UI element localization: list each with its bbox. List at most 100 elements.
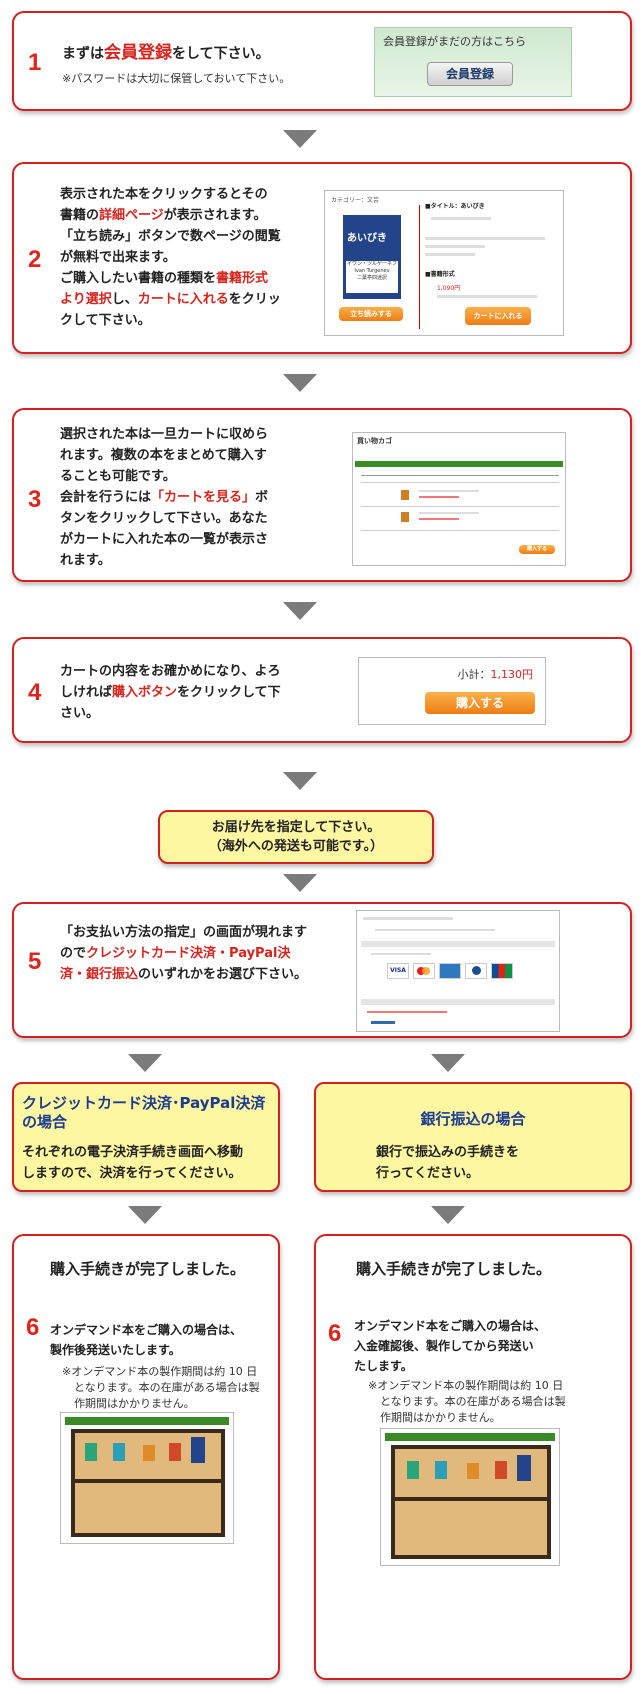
bank-transfer-branch-box: 銀行振込の場合 銀行で振込みの手続きを 行ってください。 — [314, 1082, 632, 1192]
cart-purchase-button[interactable]: 購入する — [519, 545, 555, 554]
step2-box: 2 表示された本をクリックするとその 書籍の詳細ページが表示されます。 「立ち読… — [12, 162, 632, 354]
credit-paypal-branch-title: クレジットカード決済･PayPal決済 の場合 — [22, 1094, 265, 1132]
step2-text: 表示された本をクリックするとその 書籍の詳細ページが表示されます。 「立ち読み」… — [60, 184, 281, 331]
step2-number: 2 — [28, 246, 42, 273]
bookshelf-screenshot — [60, 1412, 234, 1544]
subtotal-panel: 小計：1,130円 購入する — [358, 657, 546, 725]
completion-heading: 購入手続きが完了しました。 — [356, 1260, 552, 1278]
bookshelf-header — [385, 1433, 555, 1441]
step6-left-number: 6 — [26, 1314, 40, 1341]
book-spine — [169, 1443, 181, 1461]
book-spine — [407, 1461, 419, 1479]
credit-paypal-branch-body: それぞれの電子決済手続き画面へ移動 しますので、決済を行ってください。 — [22, 1142, 243, 1184]
payment-section-bar — [361, 999, 555, 1005]
step3-box: 3 選択された本は一旦カートに収めら れます。複数の本をまとめて購入す ることも… — [12, 408, 632, 582]
step1-text-post: をして下さい。 — [172, 46, 270, 62]
book-format-label: ■書籍形式 — [425, 271, 455, 278]
payment-section-bar — [361, 941, 555, 947]
detail-text-line — [425, 237, 545, 240]
book-cover-title: あいびき — [347, 233, 387, 244]
book-spine — [517, 1455, 531, 1481]
bank-transfer-branch-title: 銀行振込の場合 — [420, 1110, 526, 1128]
step2-line: クして下さい。 — [60, 313, 151, 328]
step3-line: タンをクリックして下さい。あなた — [60, 511, 268, 526]
cart-item-text — [419, 512, 479, 514]
mastercard-icon — [413, 963, 435, 979]
step6-left-box: 購入手続きが完了しました。 6 オンデマンド本をご購入の場合は、 製作後発送いた… — [12, 1234, 280, 1680]
tachiyomi-button[interactable]: 立ち読みする — [339, 307, 403, 321]
branch-body-line: 銀行で振込みの手続きを — [376, 1145, 520, 1160]
shelf — [75, 1483, 221, 1533]
arrow-down-icon — [128, 1206, 162, 1224]
book-title-label: ■タイトル：あいびき — [425, 203, 485, 210]
member-registration-button[interactable]: 会員登録 — [427, 62, 513, 86]
branch-body-line: しますので、決済を行ってください。 — [22, 1166, 242, 1181]
book-translator: 二葉亭四迷訳 — [356, 275, 387, 281]
cart-item-thumb — [401, 512, 409, 522]
step2-line: より選択し、カートに入れるをクリッ — [60, 292, 281, 307]
step6-line: オンデマンド本をご購入の場合は、 — [50, 1323, 243, 1337]
step4-line: しければ購入ボタンをクリックして下 — [60, 685, 281, 700]
branch-body-line: 行ってください。 — [376, 1166, 479, 1181]
step2-line: 書籍の詳細ページが表示されます。 — [60, 208, 267, 223]
step5-line: 「お支払い方法の指定」の画面が現れます — [60, 925, 308, 940]
branch-title-line: の場合 — [22, 1113, 68, 1131]
cart-screenshot: 買い物カゴ 購入する — [352, 432, 566, 566]
step5-text: 「お支払い方法の指定」の画面が現れます のでクレジットカード決済・PayPal決… — [60, 922, 307, 985]
book-cover-label: イワン・ツルゲーネフ Ivan Turgenev 二葉亭四迷訳 — [346, 261, 398, 293]
note-line: 作期間はかかりません。 — [380, 1411, 501, 1424]
delivery-box: お届け先を指定して下さい。 （海外への発送も可能です。） — [158, 810, 434, 864]
step3-text: 選択された本は一旦カートに収めら れます。複数の本をまとめて購入す ることも可能… — [60, 424, 268, 571]
bookshelf-screenshot — [380, 1428, 560, 1566]
step5-box: 5 「お支払い方法の指定」の画面が現れます のでクレジットカード決済・PayPa… — [12, 902, 632, 1038]
member-registration-link[interactable]: 会員登録 — [104, 43, 172, 63]
step3-line: がカートに入れた本の一覧が表示さ — [60, 532, 269, 547]
step6-right-text: オンデマンド本をご購入の場合は、 入金確認後、製作してから発送い たします。 — [354, 1316, 546, 1376]
book-spine — [113, 1443, 125, 1461]
step3-line: 会計を行うには「カートを見る」ボ — [60, 490, 269, 505]
bank-transfer-branch-body: 銀行で振込みの手続きを 行ってください。 — [376, 1142, 519, 1184]
step4-line: カートの内容をお確かめになり、よろ — [60, 664, 281, 679]
amex-icon — [439, 963, 461, 979]
registration-panel: 会員登録がまだの方はこちら 会員登録 — [374, 27, 572, 97]
arrow-down-icon — [431, 1206, 465, 1224]
payment-text-line — [375, 929, 495, 931]
step4-line: さい。 — [60, 706, 100, 721]
step3-number: 3 — [28, 486, 42, 513]
subtotal: 小計：1,130円 — [458, 666, 534, 682]
cart-row — [361, 506, 559, 507]
step2-line: 表示された本をクリックするとその — [60, 187, 268, 202]
payment-method-screenshot: VISA — [356, 910, 560, 1032]
detail-text-line — [425, 253, 475, 256]
step3-line: れます。複数の本をまとめて購入す — [60, 448, 267, 463]
detail-text-line — [431, 217, 491, 220]
step1-box: 1 まずは会員登録をして下さい。 ※パスワードは大切に保管しておいて下さい。 会… — [12, 11, 632, 111]
step3-line: ることも可能です。 — [60, 469, 176, 484]
step6-line: 製作後発送いたします。 — [50, 1343, 181, 1357]
breadcrumb: カテゴリー：文芸 — [331, 197, 380, 204]
step6-left-note: ※オンデマンド本の製作期間は約 10 日 となります。本の在庫がある場合は製 作… — [62, 1364, 260, 1412]
step3-line: 選択された本は一旦カートに収めら — [60, 427, 269, 442]
cart-item-text — [419, 490, 479, 492]
step6-left-text: オンデマンド本をご購入の場合は、 製作後発送いたします。 — [50, 1320, 242, 1360]
diners-icon — [465, 963, 487, 979]
cart-row — [361, 482, 559, 483]
step5-line: 済・銀行振込のいずれかをお選び下さい。 — [60, 967, 308, 982]
step2-line: ご購入したい書籍の種類を書籍形式 — [60, 271, 269, 286]
step2-line: 「立ち読み」ボタンで数ページの閲覧 — [60, 229, 281, 244]
add-to-cart-button[interactable]: カートに入れる — [465, 307, 531, 325]
cart-title: 買い物カゴ — [357, 437, 392, 445]
buy-button[interactable]: 購入する — [425, 692, 535, 714]
book-detail-screenshot: カテゴリー：文芸 あいびき イワン・ツルゲーネフ Ivan Turgenev 二… — [324, 190, 564, 336]
format-price: 1,090円 — [437, 285, 461, 292]
arrow-down-icon — [431, 1054, 465, 1072]
book-spine — [191, 1437, 205, 1463]
arrow-down-icon — [283, 374, 317, 392]
delivery-line: お届け先を指定して下さい。 — [211, 820, 381, 835]
step4-number: 4 — [28, 679, 42, 706]
step1-text-pre: まずは — [62, 46, 104, 62]
delivery-text: お届け先を指定して下さい。 （海外への発送も可能です。） — [160, 818, 432, 856]
step1-number: 1 — [28, 49, 42, 76]
step6-line: 入金確認後、製作してから発送い — [354, 1339, 534, 1353]
step5-number: 5 — [28, 948, 42, 975]
